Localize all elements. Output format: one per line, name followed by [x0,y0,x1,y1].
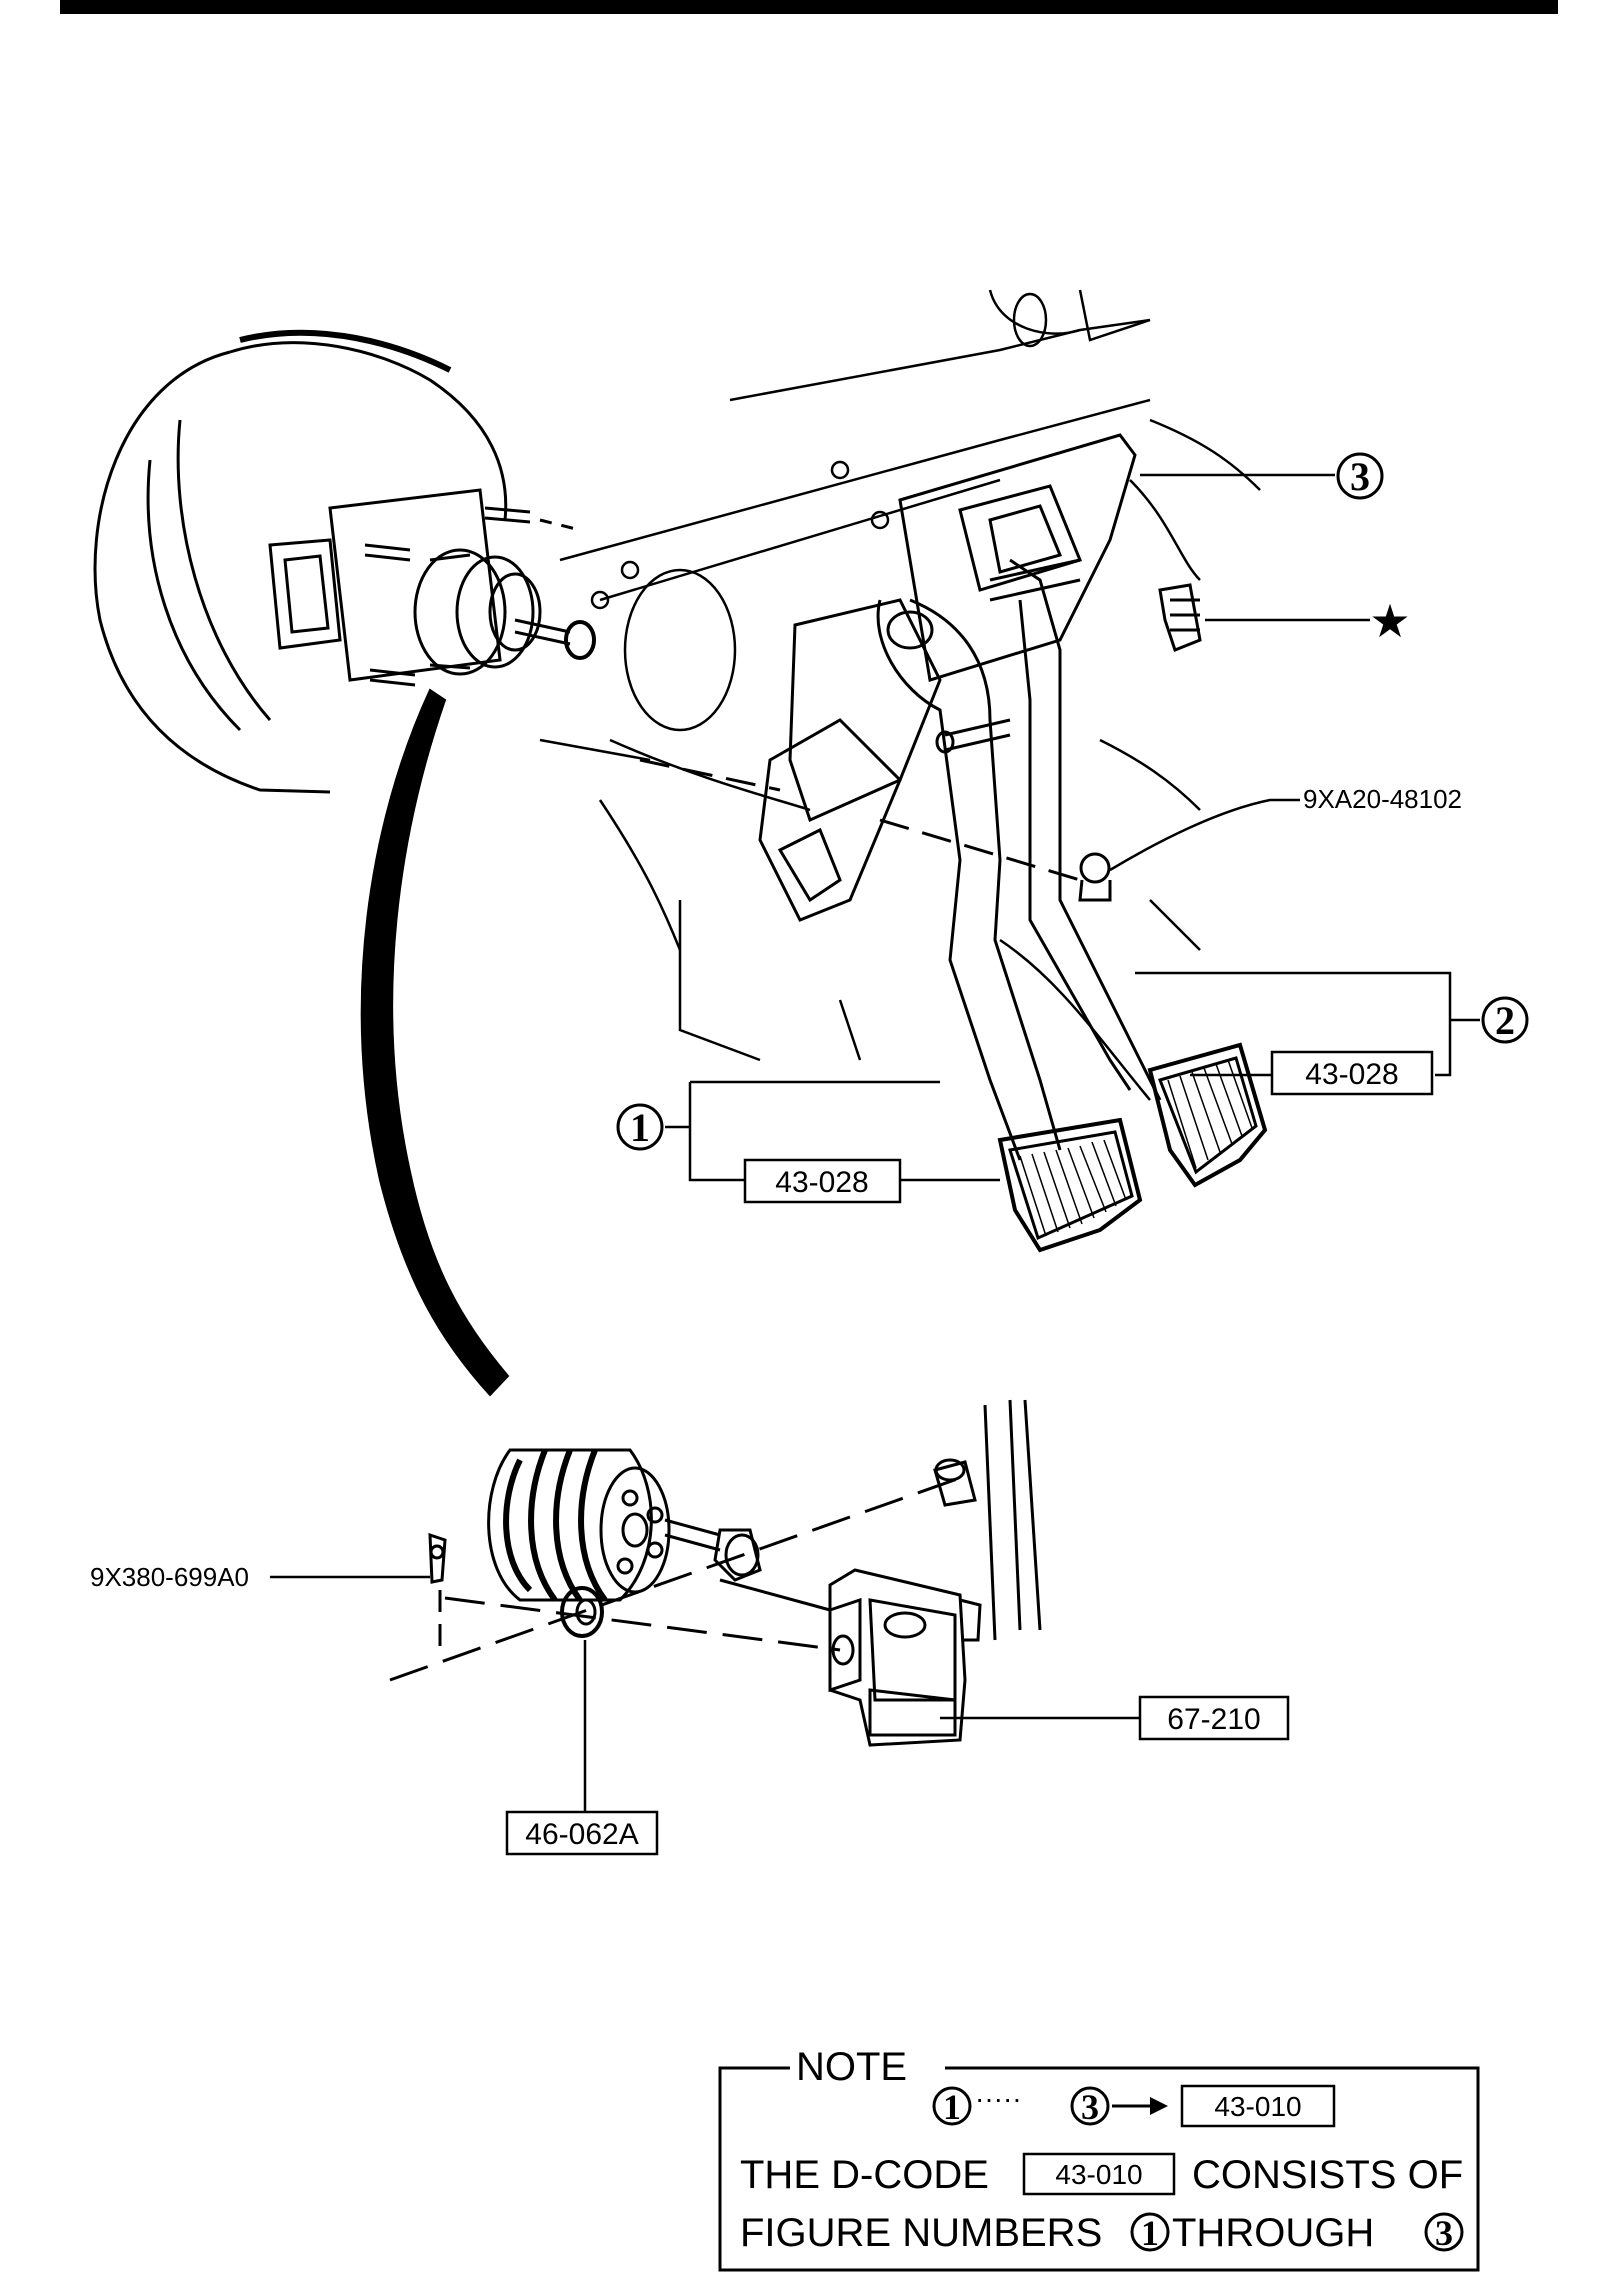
detail-arrow [360,688,510,1397]
note-line1-prefix: THE D-CODE [740,2153,989,2197]
fig2-number: 2 [1495,998,1515,1043]
star-marker: ★ [1369,594,1410,648]
svg-text:1: 1 [943,2087,961,2127]
svg-text:3: 3 [1081,2087,1099,2127]
svg-text:67-210: 67-210 [1167,1703,1260,1736]
fig1-circle [616,1103,664,1151]
callout-fig1: 1 [616,1103,664,1151]
callout-fig2: 2 [1481,996,1529,1044]
code-box-switch: 67-210 [1138,1695,1290,1741]
nut-part-number: 9XA20-48102 [1303,784,1462,814]
svg-text:43-028: 43-028 [775,1166,868,1199]
svg-text:43-010: 43-010 [1055,2159,1142,2190]
svg-text:·····: ····· [975,2083,1022,2114]
callout-fig3: 3 [1336,452,1384,500]
switch-detail-drawing [389,1399,1042,1747]
code-box-pedal-left: 43-028 [743,1158,902,1204]
note-line2-mid: THROUGH [1172,2211,1374,2255]
svg-text:1: 1 [1141,2213,1159,2253]
leader-lines [270,473,1480,1812]
note-box: NOTE 1 ····· 3 43-010 THE D-CODE 43-010 … [718,2045,1480,2272]
note-title: NOTE [796,2045,907,2089]
clip-part-number: 9X380-699A0 [90,1562,249,1592]
pedal-bracket-drawing [539,433,1268,1253]
fig1-number: 1 [630,1105,650,1150]
svg-text:3: 3 [1435,2213,1453,2253]
fig3-circle [1336,452,1384,500]
svg-text:43-028: 43-028 [1305,1058,1398,1091]
fig3-number: 3 [1350,454,1370,499]
note-line2-prefix: FIGURE NUMBERS [740,2211,1102,2255]
code-box-pedal-right: 43-028 [1270,1050,1434,1096]
top-rule [60,0,1558,14]
firewall-drawing [539,289,1261,1101]
note-line1-suffix: CONSISTS OF [1192,2153,1463,2197]
code-box-washer: 46-062A [505,1810,659,1856]
brake-booster-drawing [93,329,596,794]
svg-text:43-010: 43-010 [1214,2091,1301,2122]
svg-text:46-062A: 46-062A [525,1818,638,1851]
fig2-circle [1481,996,1529,1044]
